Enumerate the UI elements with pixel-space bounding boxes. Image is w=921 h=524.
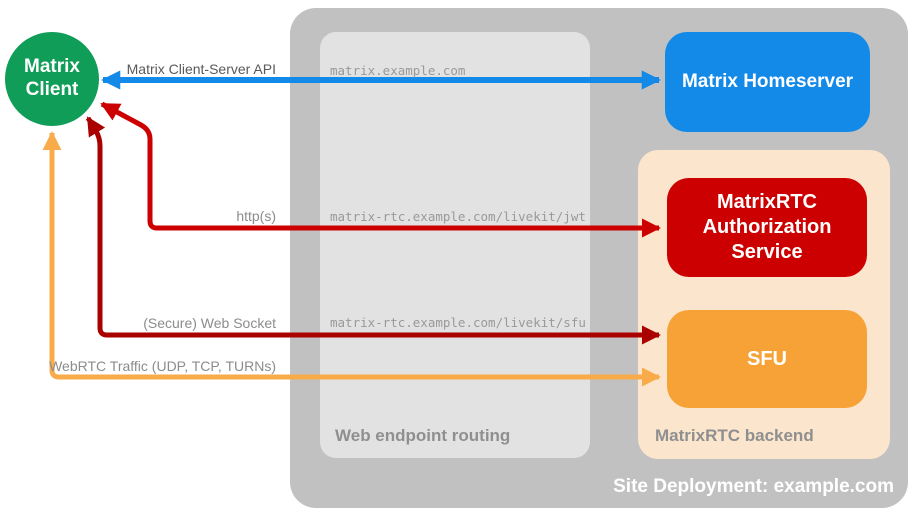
matrix-homeserver-label: Matrix Homeserver [681, 71, 854, 92]
matrix-client-node: Matrix Client [5, 32, 99, 126]
sfu-label: SFU [747, 347, 787, 370]
web-endpoint-routing-container: Web endpoint routing [320, 32, 590, 458]
websocket-arrow-label: (Secure) Web Socket [143, 315, 276, 331]
endpoint-livekit-jwt: matrix-rtc.example.com/livekit/jwt [330, 209, 586, 224]
matrixrtc-backend-label: MatrixRTC backend [655, 426, 814, 445]
site-deployment-label: Site Deployment: example.com [613, 476, 894, 497]
matrixrtc-authorization-service-node: MatrixRTC Authorization Service [667, 178, 867, 277]
endpoint-livekit-sfu: matrix-rtc.example.com/livekit/sfu [330, 315, 586, 330]
matrix-client-label: Matrix Client [24, 56, 80, 100]
http-arrow-label: http(s) [236, 208, 276, 224]
matrixrtc-authorization-service-label: MatrixRTC Authorization Service [702, 191, 832, 263]
webrtc-arrow-label: WebRTC Traffic (UDP, TCP, TURNs) [49, 358, 276, 374]
endpoint-matrix-domain: matrix.example.com [330, 63, 466, 78]
client-server-api-arrow-label: Matrix Client-Server API [126, 61, 276, 77]
sfu-node: SFU [667, 310, 867, 408]
web-endpoint-routing-label: Web endpoint routing [335, 426, 511, 445]
matrix-homeserver-node: Matrix Homeserver [665, 32, 870, 132]
